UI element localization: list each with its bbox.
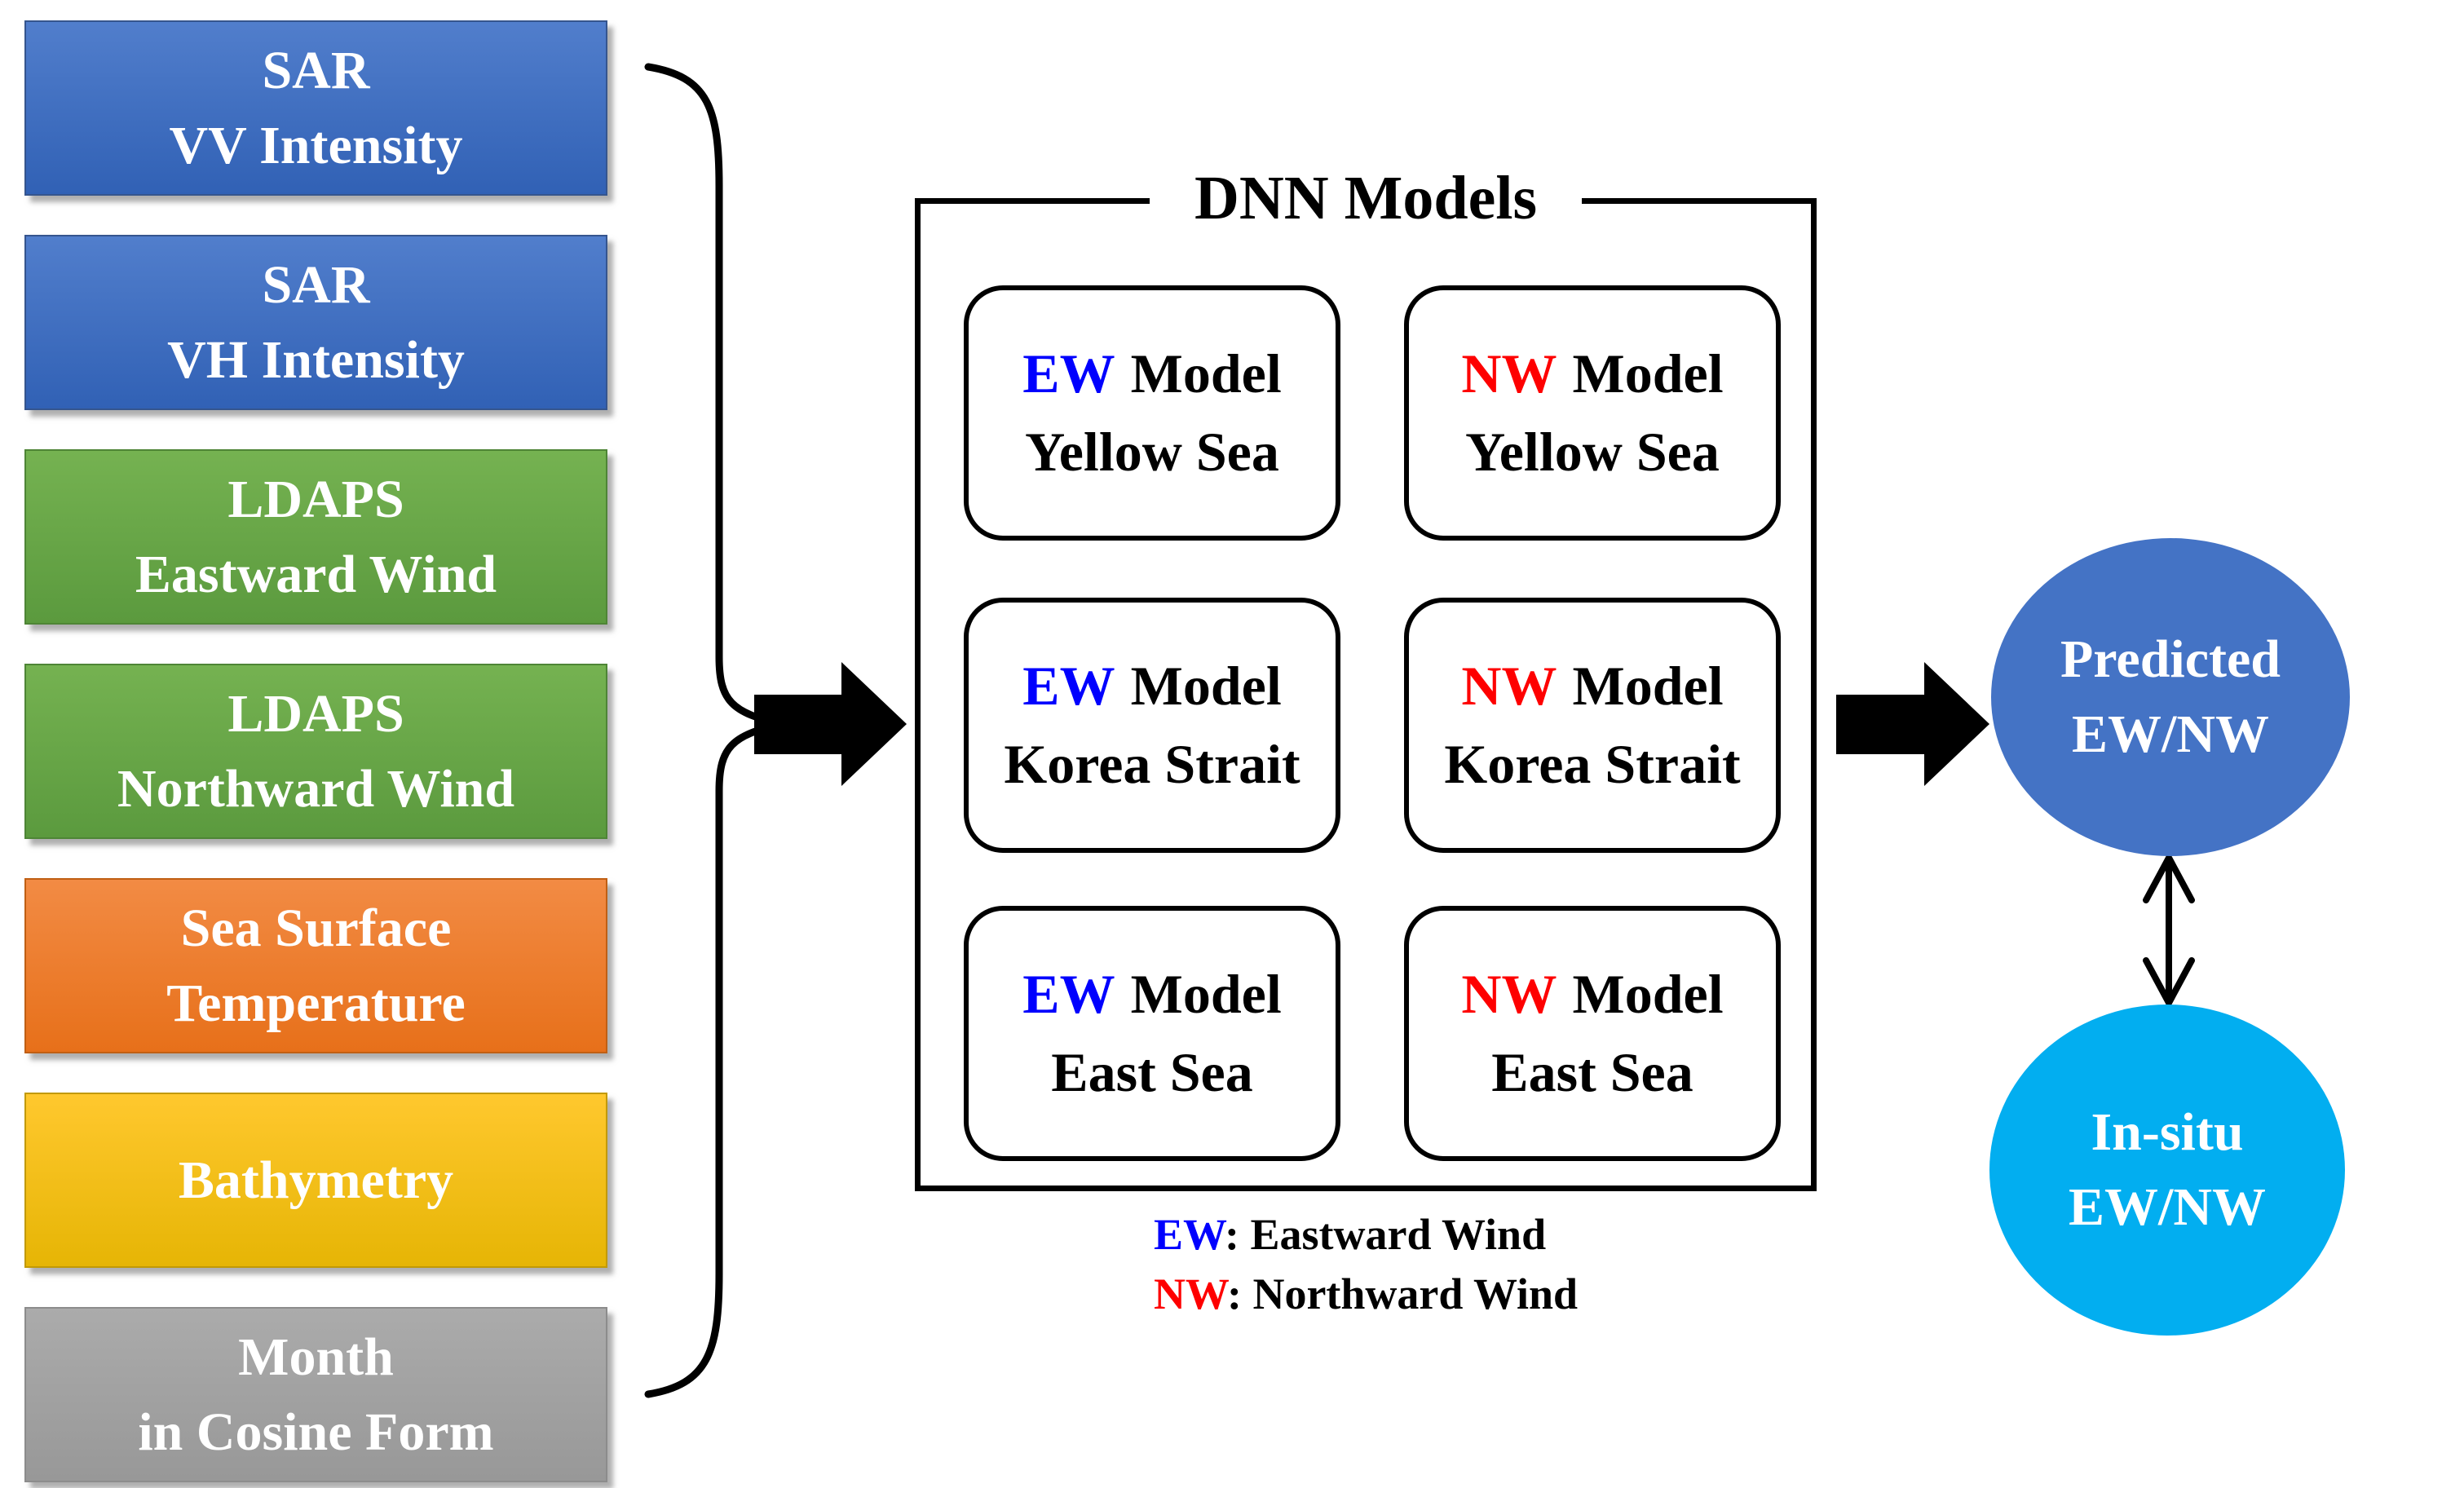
ellipse-label: In-situ	[2091, 1102, 2244, 1162]
input-box-label: Temperature	[166, 973, 466, 1033]
input-box-bathymetry: Bathymetry	[24, 1093, 607, 1268]
input-box-label: Bathymetry	[178, 1150, 454, 1210]
model-card-region: Yellow Sea	[1465, 420, 1720, 483]
double-arrow-icon	[2143, 850, 2195, 1010]
input-box-sea-surface-temperature: Sea Surface Temperature	[24, 878, 607, 1053]
predicted-ew-nw-ellipse: Predicted EW/NW	[1991, 538, 2350, 856]
input-box-label: LDAPS	[227, 470, 404, 530]
input-box-label: VH Intensity	[167, 329, 465, 390]
legend-line-nw: NW: Northward Wind	[1153, 1269, 1579, 1318]
input-box-label: VV Intensity	[169, 115, 463, 175]
input-box-label: Month	[238, 1327, 394, 1388]
flow-arrow-icon	[1836, 662, 1989, 786]
dnn-models-title: DNN Models	[1150, 150, 1582, 246]
model-card-region: East Sea	[1051, 1040, 1253, 1103]
input-box-month-in-cosine-form: Month in Cosine Form	[24, 1307, 607, 1482]
legend: EW: Eastward Wind NW: Northward Wind	[915, 1205, 1817, 1324]
input-box-sar-vv-intensity: SAR VV Intensity	[24, 20, 607, 196]
model-card-region: Korea Strait	[1004, 732, 1300, 795]
ellipse-label: EW/NW	[2068, 1177, 2267, 1237]
ellipse-label: Predicted	[2060, 629, 2281, 689]
input-box-label: Eastward Wind	[135, 544, 497, 604]
flow-arrow-icon	[754, 662, 907, 786]
ellipse-label: EW/NW	[2071, 704, 2270, 764]
in-situ-ew-nw-ellipse: In-situ EW/NW	[1989, 1005, 2345, 1336]
input-box-ldaps-eastward-wind: LDAPS Eastward Wind	[24, 449, 607, 625]
legend-line-ew: EW: Eastward Wind	[1153, 1210, 1547, 1259]
input-box-label: LDAPS	[227, 684, 404, 744]
model-card-region: East Sea	[1491, 1040, 1693, 1103]
input-box-label: SAR	[262, 41, 370, 101]
model-card-region: Yellow Sea	[1025, 420, 1279, 483]
input-box-label: SAR	[262, 255, 370, 316]
input-box-label: Northward Wind	[117, 758, 515, 819]
input-box-sar-vh-intensity: SAR VH Intensity	[24, 235, 607, 410]
input-box-ldaps-northward-wind: LDAPS Northward Wind	[24, 664, 607, 839]
model-card-region: Korea Strait	[1444, 732, 1741, 795]
input-box-label: Sea Surface	[180, 899, 452, 959]
input-box-label: in Cosine Form	[138, 1402, 494, 1462]
